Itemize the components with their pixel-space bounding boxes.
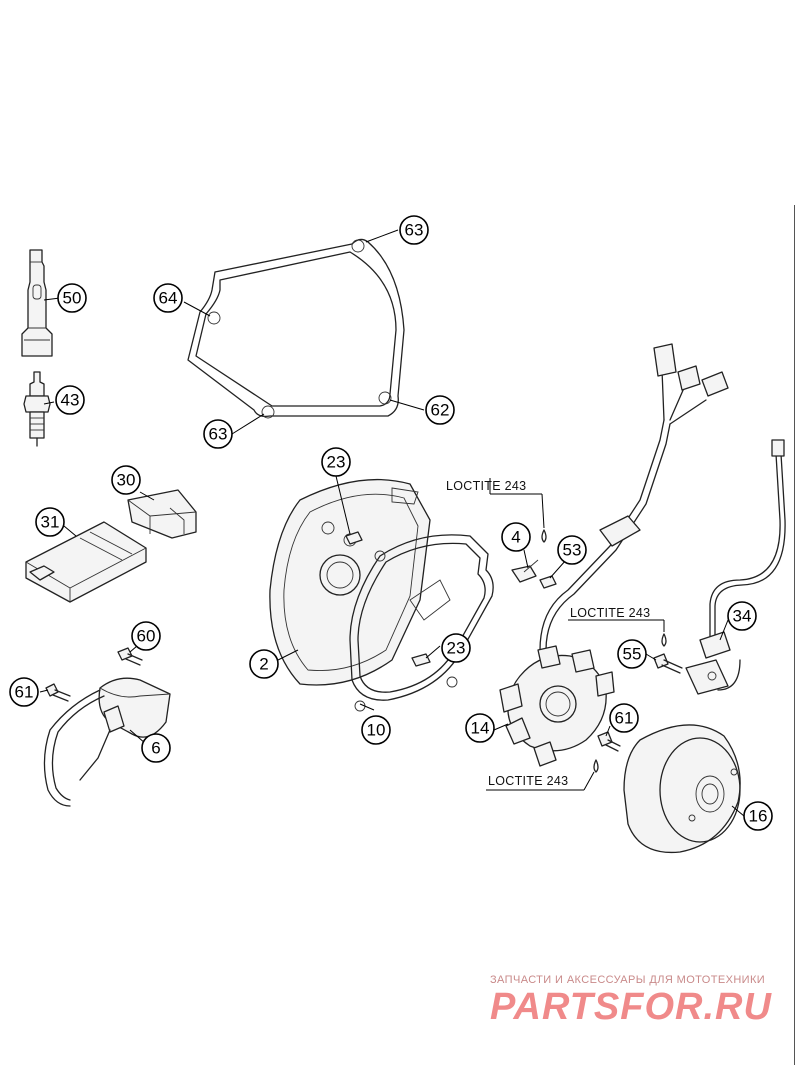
callout-label: 4 <box>511 528 520 547</box>
callout-label: 60 <box>137 627 156 646</box>
callout-61-left: 61 <box>9 677 39 707</box>
loctite-label-2: LOCTITE 243 <box>570 606 650 620</box>
callout-6: 6 <box>141 733 171 763</box>
ignition-coil-part <box>43 677 171 807</box>
bolt-61-left-part <box>45 683 71 702</box>
flywheel-rotor-part <box>623 724 741 854</box>
callout-62: 62 <box>425 395 455 425</box>
bolt-60-part <box>117 647 143 666</box>
callout-label: 34 <box>733 607 752 626</box>
callout-61-right: 61 <box>609 703 639 733</box>
clip-4-part <box>511 559 539 583</box>
cdi-box-part <box>25 521 147 603</box>
callout-60: 60 <box>131 621 161 651</box>
dowel-pin-part <box>345 531 431 667</box>
ignition-cover-part <box>269 478 431 686</box>
callout-label: 53 <box>563 541 582 560</box>
stator-wiring-harness-part <box>539 343 729 651</box>
callout-16: 16 <box>743 801 773 831</box>
outer-cover-gasket-part <box>187 238 405 419</box>
bolt-61-right-part <box>597 731 621 752</box>
callout-31: 31 <box>35 507 65 537</box>
callout-10: 10 <box>361 715 391 745</box>
watermark-logo: PARTSFOR.RU <box>490 986 772 1028</box>
callout-14: 14 <box>465 713 495 743</box>
callout-label: 64 <box>159 289 178 308</box>
loctite-drop-icon <box>541 529 667 773</box>
loctite-label-3: LOCTITE 243 <box>488 774 568 788</box>
callout-label: 30 <box>117 471 136 490</box>
callout-label: 43 <box>61 391 80 410</box>
callout-2: 2 <box>249 649 279 679</box>
callout-4: 4 <box>501 522 531 552</box>
callout-23-top: 23 <box>321 447 351 477</box>
callout-30: 30 <box>111 465 141 495</box>
callout-label: 23 <box>447 639 466 658</box>
callout-63-top: 63 <box>399 215 429 245</box>
callout-43: 43 <box>55 385 85 415</box>
callout-55: 55 <box>617 639 647 669</box>
callout-label: 2 <box>259 655 268 674</box>
cdi-holder-part <box>127 489 197 539</box>
page-edge-divider <box>794 205 795 1065</box>
screw-53-part <box>539 575 557 589</box>
inner-cover-gasket-part <box>349 534 494 712</box>
callout-label: 63 <box>209 425 228 444</box>
watermark-subtitle: ЗАПЧАСТИ И АКСЕССУАРЫ ДЛЯ МОТОТЕХНИКИ <box>490 974 766 986</box>
loctite-label-1: LOCTITE 243 <box>446 479 526 493</box>
stator-part <box>499 645 615 767</box>
callout-label: 61 <box>15 683 34 702</box>
pickup-sensor-part <box>685 439 786 695</box>
bolt-55-part <box>653 653 683 674</box>
callout-label: 50 <box>63 289 82 308</box>
callout-label: 31 <box>41 513 60 532</box>
callout-label: 61 <box>615 709 634 728</box>
callout-label: 63 <box>405 221 424 240</box>
callout-label: 10 <box>367 721 386 740</box>
callout-label: 23 <box>327 453 346 472</box>
leader-lines <box>39 229 745 817</box>
callout-23-bottom: 23 <box>441 633 471 663</box>
callout-label: 62 <box>431 401 450 420</box>
callout-64: 64 <box>153 283 183 313</box>
callout-label: 6 <box>151 739 160 758</box>
callout-53: 53 <box>557 535 587 565</box>
callout-label: 16 <box>749 807 768 826</box>
spark-plug-part <box>23 371 51 447</box>
callout-63-bottom: 63 <box>203 419 233 449</box>
callout-34: 34 <box>727 601 757 631</box>
callout-label: 14 <box>471 719 490 738</box>
spark-plug-cap-part <box>21 249 53 357</box>
callout-50: 50 <box>57 283 87 313</box>
callout-label: 55 <box>623 645 642 664</box>
